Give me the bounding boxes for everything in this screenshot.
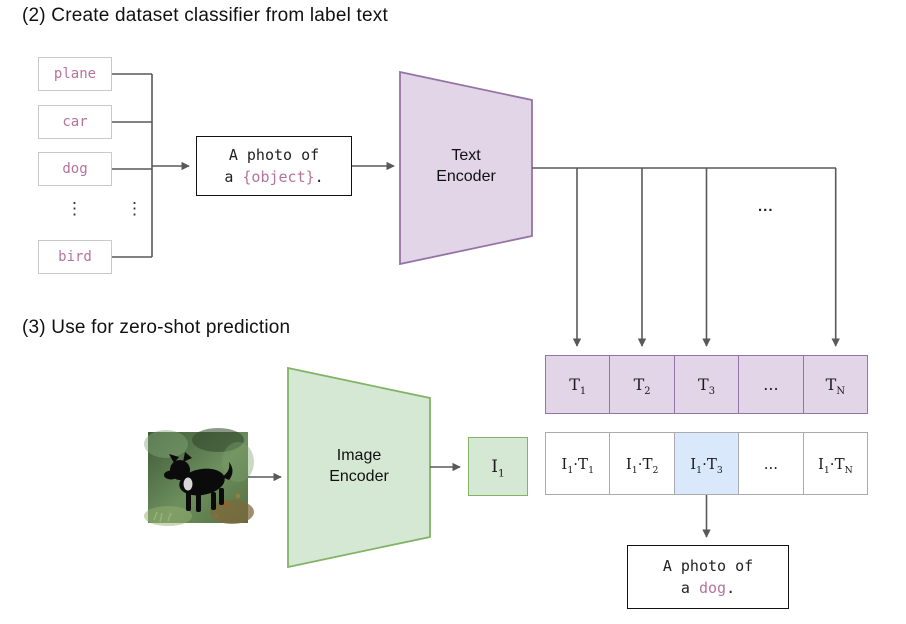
i1-label: I1 <box>491 456 505 479</box>
image-encoder-label: Image Encoder <box>288 446 430 488</box>
label-bracket <box>112 73 190 258</box>
tn-label: TN <box>825 375 845 398</box>
logit-i1tn-label: I1·TN <box>817 454 853 476</box>
logit-ellipsis-label: ... <box>763 454 779 473</box>
text-encoder-label-line2: Encoder <box>436 167 496 185</box>
logit-i1t1-cell: I1·T1 <box>545 432 611 495</box>
t1-cell: T1 <box>545 355 611 414</box>
bracket-vertical-ellipsis: ⋮ <box>126 199 144 218</box>
section3-title: (3) Use for zero-shot prediction <box>22 317 291 338</box>
image-encoder-label-line2: Encoder <box>329 467 389 485</box>
label-dog: dog <box>62 161 88 177</box>
labels-vertical-ellipsis: ⋮ <box>66 199 84 218</box>
t-ellipsis-label: ... <box>763 375 779 394</box>
label-bird: bird <box>58 249 92 265</box>
text-embedding-branches <box>532 167 840 347</box>
prediction-box: A photo of a dog. <box>627 545 789 609</box>
label-box-dog: dog <box>38 152 112 186</box>
dog-silhouette <box>164 452 233 512</box>
prediction-line2-suffix: . <box>726 579 736 597</box>
prediction-object: dog <box>698 579 727 597</box>
logit-i1t2-label: I1·T2 <box>625 454 659 476</box>
prediction-line2-prefix: a <box>680 579 699 597</box>
logit-i1t3-label: I1·T3 <box>690 454 723 476</box>
t3-label: T3 <box>698 375 715 398</box>
logit-i1t3-cell-highlighted: I1·T3 <box>673 432 740 495</box>
tn-cell: TN <box>802 355 869 414</box>
image-encoder-label-line1: Image <box>336 447 382 464</box>
logits-row: I1·T1 I1·T2 I1·T3 ... I1·TN <box>545 432 869 495</box>
text-embeddings-row: T1 T2 T3 ... TN <box>545 355 869 414</box>
prompt-line2-prefix: a <box>224 168 243 186</box>
dog-photo <box>144 428 254 526</box>
branch-ellipsis: ... <box>758 198 774 215</box>
t3-cell: T3 <box>673 355 740 414</box>
text-encoder-label-line1: Text <box>451 147 481 164</box>
t1-label: T1 <box>569 375 587 398</box>
label-box-car: car <box>38 105 112 139</box>
image-embedding-box: I1 <box>468 437 528 496</box>
prompt-line2: a {object}. <box>224 166 323 189</box>
logit-i1t2-cell: I1·T2 <box>609 432 675 495</box>
t2-cell: T2 <box>609 355 675 414</box>
logit-ellipsis-cell: ... <box>738 432 804 495</box>
label-box-bird: bird <box>38 240 112 274</box>
prediction-line1: A photo of <box>662 556 754 575</box>
label-car: car <box>62 114 88 130</box>
logit-i1t1-label: I1·T1 <box>561 454 594 476</box>
label-box-plane: plane <box>38 57 112 91</box>
logit-i1tn-cell: I1·TN <box>802 432 869 495</box>
t-ellipsis-cell: ... <box>738 355 804 414</box>
prompt-object-token: {object} <box>242 168 315 186</box>
text-encoder-label: Text Encoder <box>400 146 532 188</box>
section2-title: (2) Create dataset classifier from label… <box>22 5 388 26</box>
prompt-line2-suffix: . <box>314 168 324 186</box>
prompt-line1: A photo of <box>228 145 320 164</box>
prompt-template-box: A photo of a {object}. <box>196 136 352 196</box>
t2-label: T2 <box>633 375 651 398</box>
label-plane: plane <box>53 66 97 82</box>
prediction-line2: a dog. <box>681 577 735 600</box>
